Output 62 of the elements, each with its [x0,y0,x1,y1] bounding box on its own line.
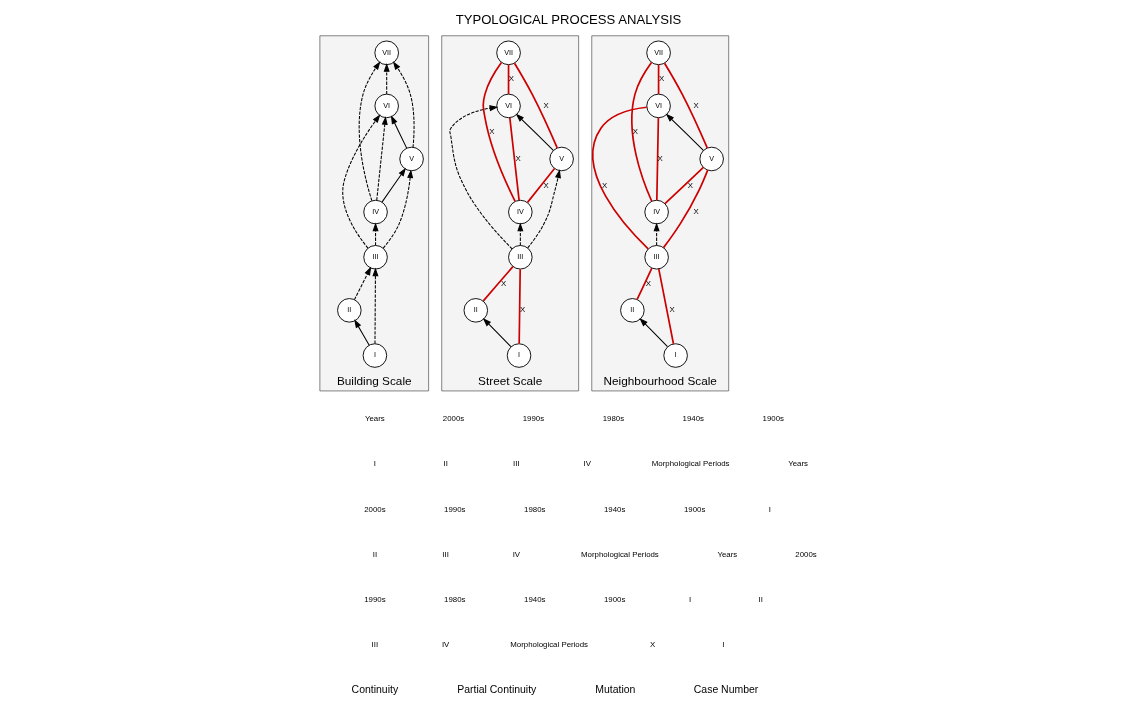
connector [663,62,708,149]
legend-label: Case Number [693,683,758,695]
connector [657,268,674,345]
arrow [390,115,407,149]
arrow [448,105,513,250]
node-circle: V [398,146,424,172]
arrow [372,222,379,246]
node-circle: IV [507,199,533,225]
node-circle: II [463,298,488,323]
node-circle: V [548,146,574,172]
arrow [358,61,380,202]
connector [630,61,653,203]
arrow [341,114,380,249]
connector [657,63,659,95]
connector [635,267,653,301]
connector [517,268,521,345]
node-circle: II [619,298,645,323]
arrow [516,222,523,246]
node-circle: VI [645,93,671,119]
node-circle: III [507,245,533,270]
node-circle: VII [645,40,671,66]
legend-label: Partial Continuity [456,683,536,695]
arrow [375,116,388,201]
connector [513,62,558,149]
arrow [353,319,370,346]
connector [481,61,516,203]
diagram-title: TYPOLOGICAL PROCESS ANALYSIS [455,11,681,27]
node-circle: I [662,343,688,368]
arrow [371,267,378,345]
arrow [380,167,406,203]
node-circle: VII [495,40,521,66]
node-circle: I [362,343,387,368]
arrow [638,318,668,348]
node-circle: II [336,298,362,323]
arrow [383,63,390,95]
node-circle: I [506,343,531,368]
connector [526,167,555,204]
node-circle: VI [495,93,521,119]
node-circle: V [698,146,724,172]
node-circle: III [362,245,388,270]
connector [662,169,709,249]
arrow [665,113,704,151]
legend-label: Mutation [594,683,635,695]
arrow [526,169,561,249]
legend-label: Continuity [351,683,398,695]
connector [591,106,649,250]
arrow [515,113,554,151]
connector [507,63,509,95]
connector [482,265,514,302]
arrow [392,61,415,148]
arrow [382,169,413,249]
connector [663,166,704,205]
node-circle: VI [373,93,399,119]
node-circle: IV [362,199,388,225]
arrow [482,318,511,348]
arrow [653,222,660,246]
node-circle: VII [373,40,399,66]
connector [508,116,520,202]
node-circle: IV [643,199,669,225]
node-circle: III [643,245,669,270]
arrow [353,266,371,300]
connector [655,116,659,202]
